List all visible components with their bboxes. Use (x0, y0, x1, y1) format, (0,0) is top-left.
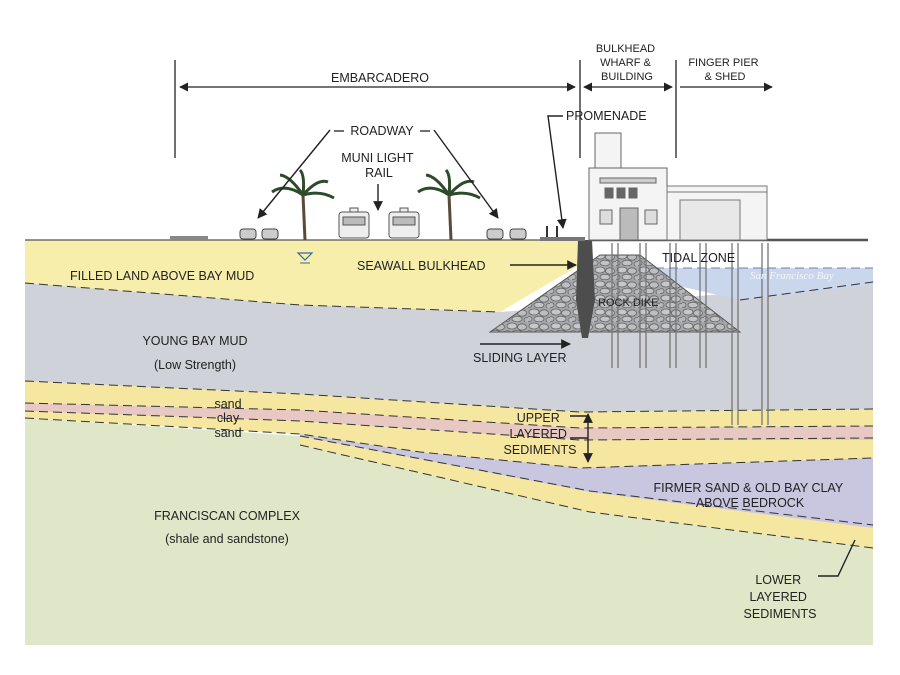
palm-tree-icon (417, 168, 481, 241)
finger-pier-shed (666, 185, 768, 241)
young-bay-mud-note: (Low Strength) (154, 358, 236, 372)
callout-arrows (257, 115, 856, 577)
franciscan-complex-layer (25, 418, 873, 645)
franciscan-complex-label: FRANCISCAN COMPLEX (154, 509, 301, 523)
soil-layers (25, 240, 873, 645)
filled-land-label: FILLED LAND ABOVE BAY MUD (70, 269, 254, 283)
embarcadero-label: EMBARCADERO (331, 71, 429, 85)
layer-boundaries (24, 267, 874, 549)
dimension-lines (174, 60, 773, 158)
roadway-label: ROADWAY (350, 124, 414, 138)
sand-band-1 (25, 381, 873, 428)
upper-layered-sediments-label: UPPER LAYERED SEDIMENTS (504, 411, 577, 457)
sand-band-2 (25, 411, 873, 468)
promenade-label: PROMENADE (566, 109, 647, 123)
lower-layered-sediments-layer (300, 436, 873, 548)
sliding-layer-label: SLIDING LAYER (473, 351, 567, 365)
promenade-deck (540, 237, 585, 241)
pedestrian-icon (546, 226, 558, 237)
car-icon (239, 228, 527, 240)
bulkhead-building (588, 132, 668, 241)
clay-label: clay (217, 411, 240, 425)
franciscan-complex-note: (shale and sandstone) (165, 532, 289, 546)
young-bay-mud-label: YOUNG BAY MUD (142, 334, 247, 348)
muni-light-rail-label: MUNI LIGHT RAIL (341, 151, 416, 180)
finger-pier-label: FINGER PIER & SHED (688, 57, 761, 83)
sand-label-2: sand (214, 426, 241, 440)
bulkhead-wharf-label: BULKHEAD WHARF & BUILDING (596, 43, 658, 83)
firmer-sand-label: FIRMER SAND & OLD BAY CLAY ABOVE BEDROCK (654, 481, 847, 510)
clay-band (25, 403, 873, 440)
seawall-bulkhead (576, 240, 595, 338)
roadway-elements (170, 168, 558, 264)
muni-tram-icon (338, 207, 420, 239)
rock-dike-label: ROCK DIKE (598, 297, 659, 309)
lower-layered-sediments-label: LOWER LAYERED SEDIMENTS (744, 573, 817, 621)
seawall-bulkhead-label: SEAWALL BULKHEAD (357, 259, 486, 273)
water-level-icon (296, 252, 314, 261)
firmer-sand-layer (300, 434, 873, 528)
bay-water-label: San Francisco Bay (750, 270, 834, 282)
tidal-zone-label: TIDAL ZONE (662, 251, 735, 265)
palm-tree-icon (271, 168, 335, 241)
sand-label-1: sand (214, 397, 241, 411)
